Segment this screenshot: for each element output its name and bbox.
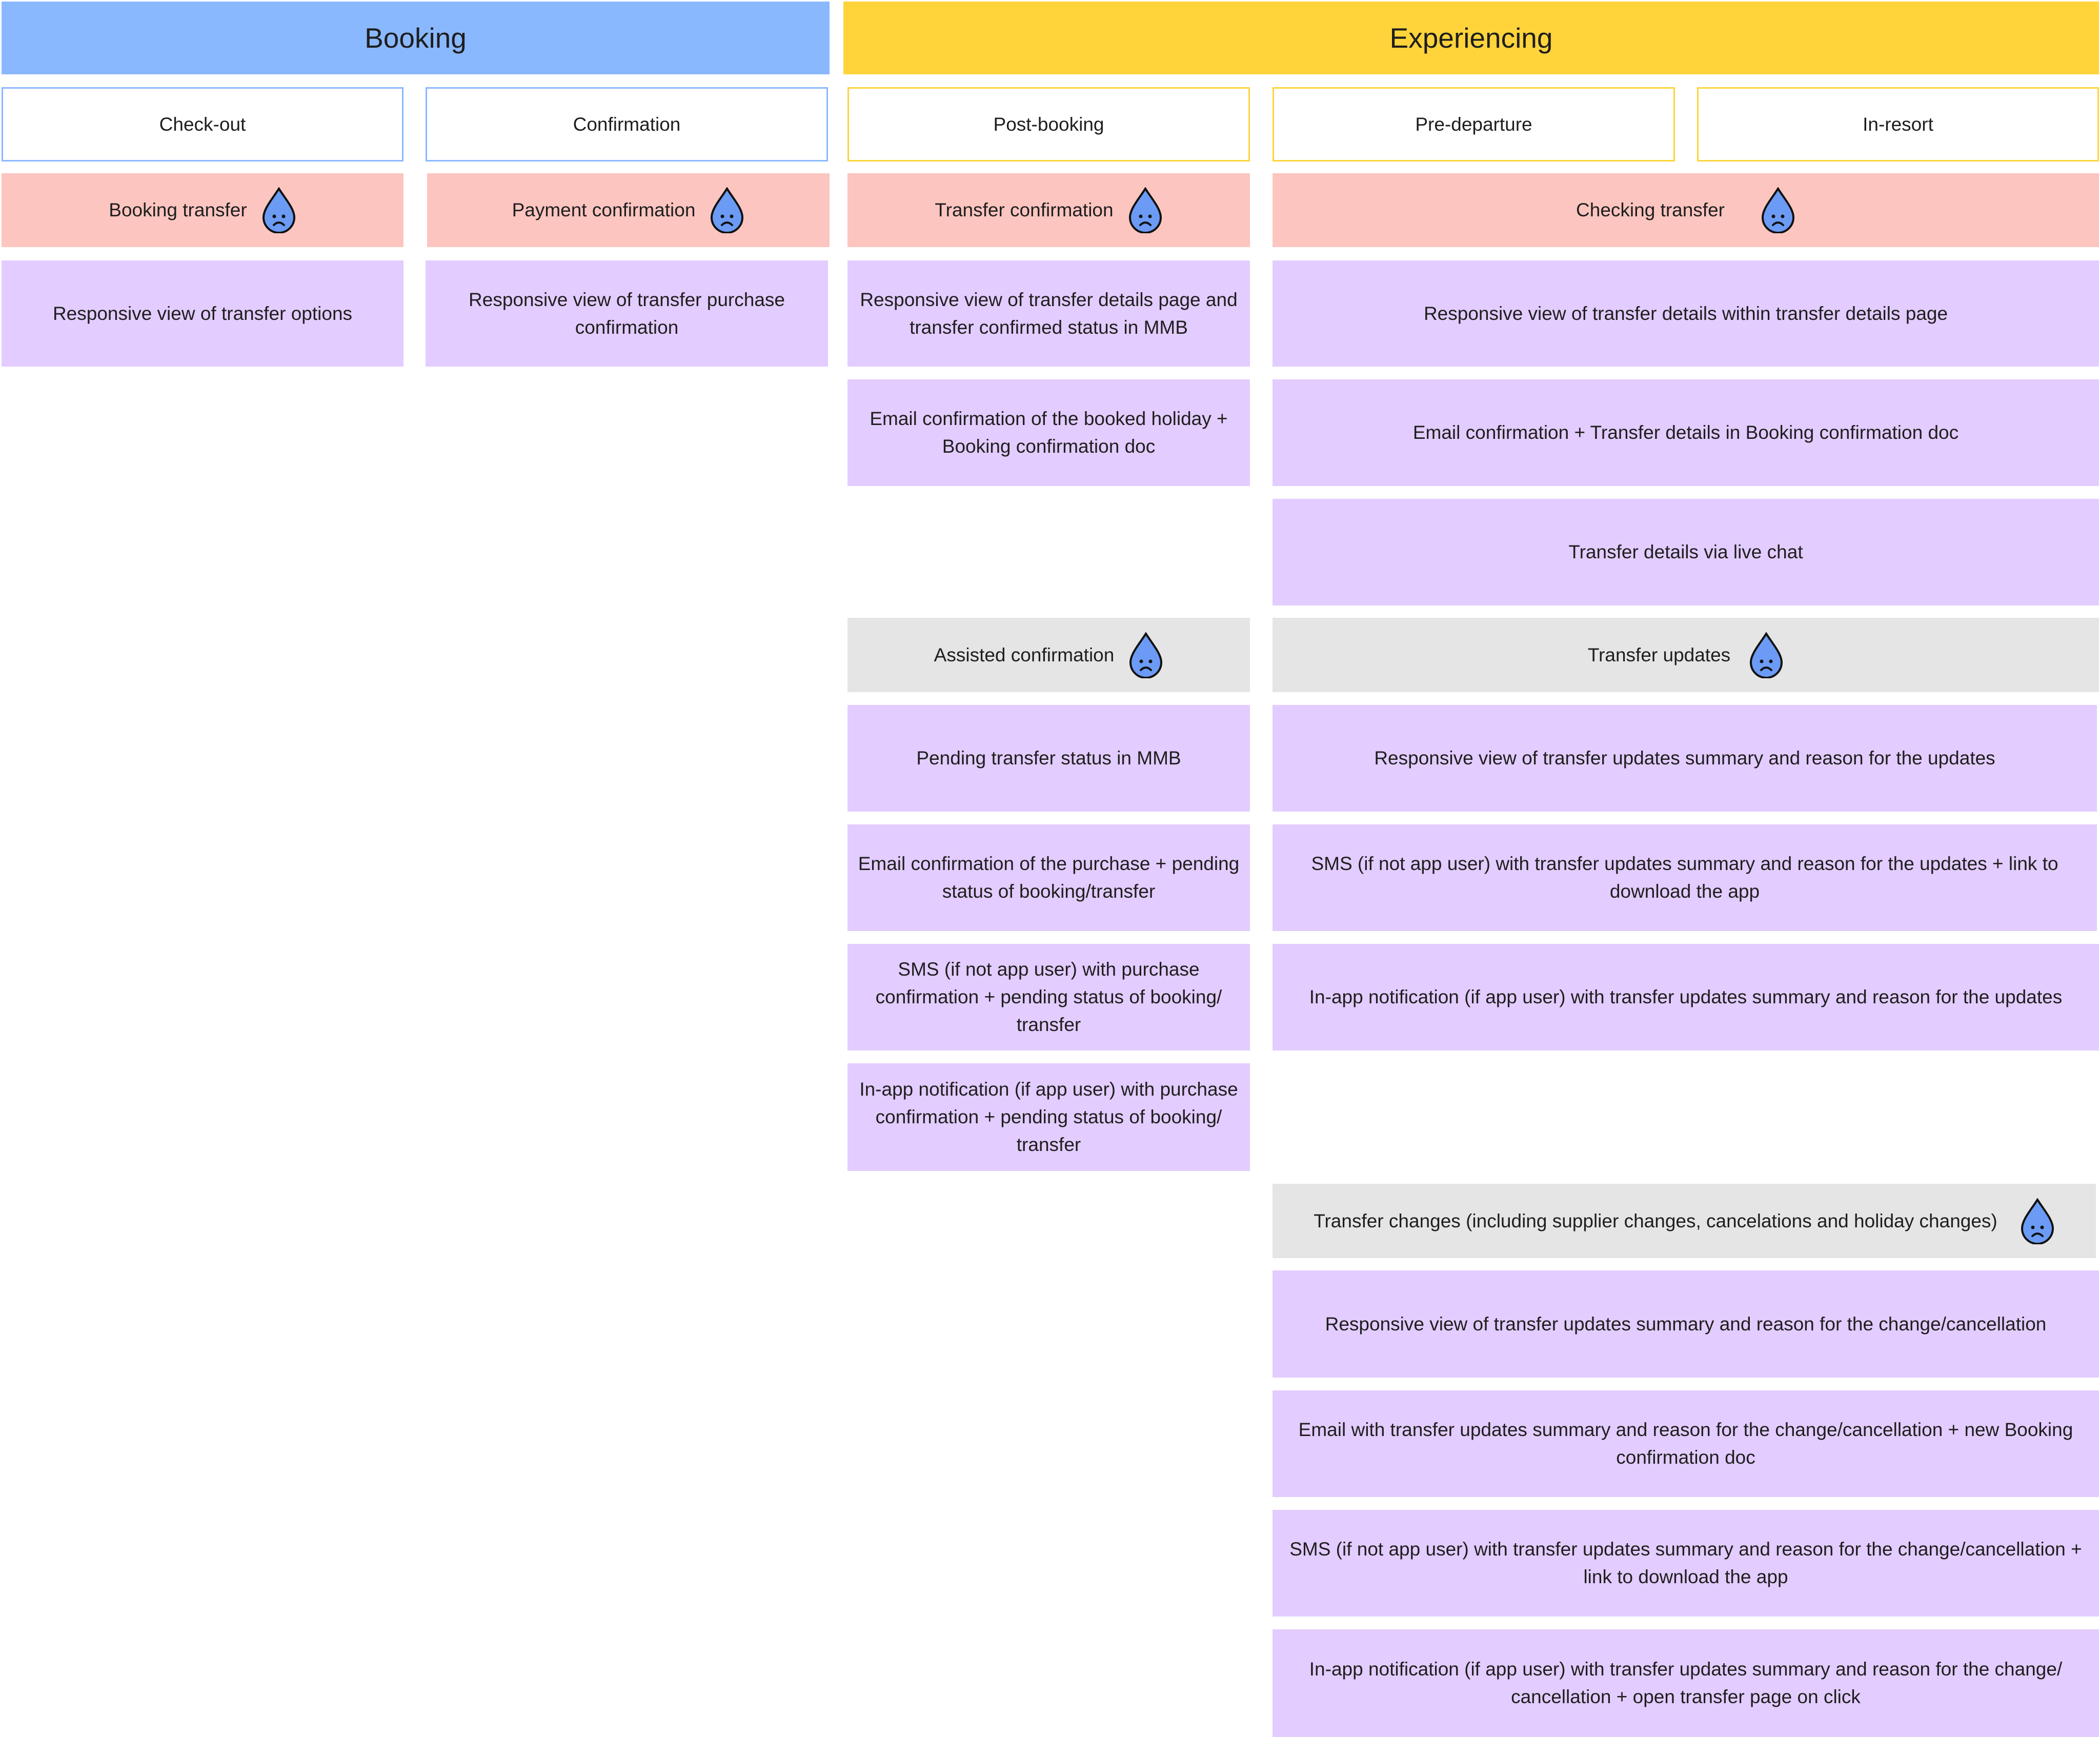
phase-header-experiencing: Experiencing <box>843 2 2099 74</box>
section-label: Transfer updates <box>1587 644 1731 665</box>
pain-point-booking-transfer: Booking transfer <box>2 173 403 247</box>
sad-drop-icon <box>1761 187 1795 233</box>
section-transfer-updates: Transfer updates <box>1273 618 2099 692</box>
card-transfer-details-page: Responsive view of transfer details with… <box>1273 260 2099 367</box>
card-changes-sms: SMS (if not app user) with transfer upda… <box>1273 1510 2099 1617</box>
card-live-chat: Transfer details via live chat <box>1273 499 2099 605</box>
pain-point-label: Booking transfer <box>109 199 247 220</box>
card-email-booked-holiday: Email confirmation of the booked holiday… <box>847 379 1250 486</box>
card-email-pending: Email confirmation of the purchase + pen… <box>847 824 1250 931</box>
sad-drop-icon <box>261 187 296 233</box>
phase-header-booking: Booking <box>2 2 830 74</box>
card-changes-responsive: Responsive view of transfer updates summ… <box>1273 1270 2099 1378</box>
card-transfer-options: Responsive view of transfer options <box>2 260 403 367</box>
stage-confirmation: Confirmation <box>426 87 828 161</box>
pain-point-label: Checking transfer <box>1576 199 1725 220</box>
card-updates-in-app: In-app notification (if app user) with t… <box>1273 944 2099 1051</box>
section-transfer-changes: Transfer changes (including supplier cha… <box>1273 1184 2096 1258</box>
card-updates-sms: SMS (if not app user) with transfer upda… <box>1273 824 2097 931</box>
stage-checkout: Check-out <box>2 87 403 161</box>
sad-drop-icon <box>1749 632 1784 678</box>
card-updates-responsive: Responsive view of transfer updates summ… <box>1273 705 2097 812</box>
stage-in-resort: In-resort <box>1697 87 2099 161</box>
card-changes-email: Email with transfer updates summary and … <box>1273 1390 2099 1497</box>
sad-drop-icon <box>2020 1198 2055 1244</box>
sad-drop-icon <box>1128 187 1163 233</box>
card-transfer-details-mmb: Responsive view of transfer details page… <box>847 260 1250 367</box>
stage-post-booking: Post-booking <box>847 87 1250 161</box>
pain-point-label: Payment confirmation <box>512 199 696 220</box>
sad-drop-icon <box>710 187 744 233</box>
pain-point-checking-transfer: Checking transfer <box>1273 173 2099 247</box>
card-purchase-confirmation: Responsive view of transfer purchase con… <box>426 260 828 367</box>
card-pending-status-mmb: Pending transfer status in MMB <box>847 705 1250 812</box>
stage-pre-departure: Pre-departure <box>1273 87 1675 161</box>
pain-point-transfer-confirmation: Transfer confirmation <box>847 173 1250 247</box>
card-changes-in-app: In-app notification (if app user) with t… <box>1273 1629 2099 1737</box>
pain-point-label: Transfer confirmation <box>935 199 1114 220</box>
card-in-app-pending: In-app notification (if app user) with p… <box>847 1063 1250 1171</box>
card-sms-pending: SMS (if not app user) with purchase conf… <box>847 944 1250 1051</box>
section-label: Transfer changes (including supplier cha… <box>1314 1210 1997 1231</box>
section-label: Assisted confirmation <box>934 644 1115 665</box>
section-assisted-confirmation: Assisted confirmation <box>847 618 1250 692</box>
sad-drop-icon <box>1128 632 1163 678</box>
card-email-transfer-details: Email confirmation + Transfer details in… <box>1273 379 2099 486</box>
pain-point-payment-confirmation: Payment confirmation <box>427 173 830 247</box>
